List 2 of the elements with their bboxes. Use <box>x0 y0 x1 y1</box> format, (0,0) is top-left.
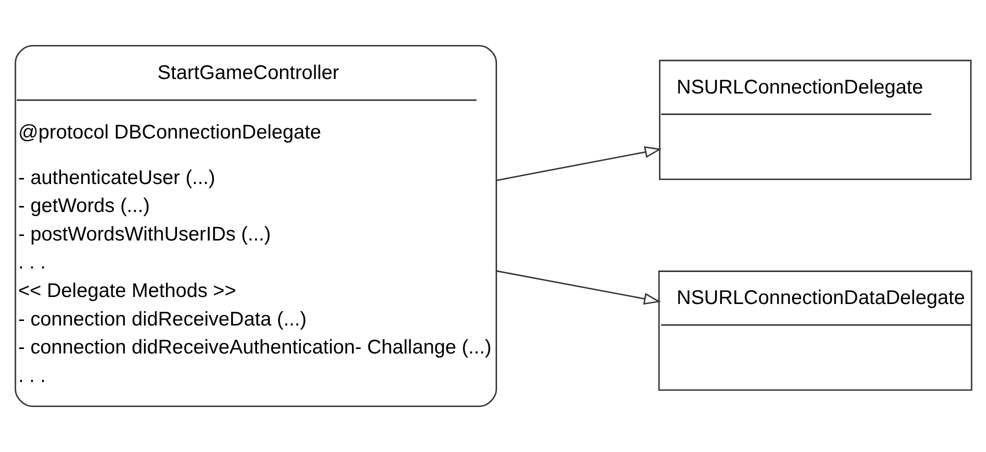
arrow <box>496 146 662 182</box>
arrow <box>496 270 660 305</box>
